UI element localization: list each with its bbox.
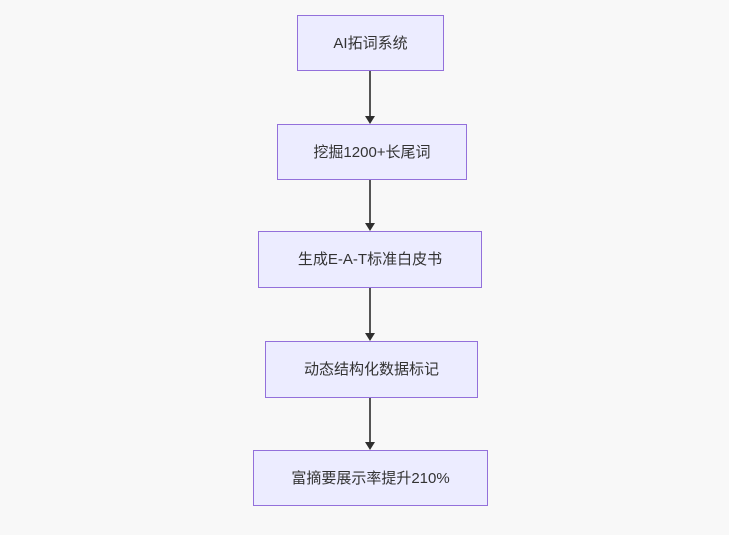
arrowhead-down-icon xyxy=(365,223,375,231)
flowchart-node-rich-snippet-rate: 富摘要展示率提升210% xyxy=(253,450,488,506)
node-label: AI拓词系统 xyxy=(333,34,408,52)
flowchart-edge-b-c xyxy=(365,180,375,231)
flowchart-node-longtail-keywords: 挖掘1200+长尾词 xyxy=(277,124,467,180)
arrowhead-down-icon xyxy=(365,116,375,124)
edge-line xyxy=(369,71,371,116)
edge-line xyxy=(369,398,371,442)
arrowhead-down-icon xyxy=(365,333,375,341)
arrowhead-down-icon xyxy=(365,442,375,450)
flowchart-node-structured-data-markup: 动态结构化数据标记 xyxy=(265,341,478,398)
flowchart-edge-d-e xyxy=(365,398,375,450)
flowchart-node-eat-whitepaper: 生成E-A-T标准白皮书 xyxy=(258,231,482,288)
flowchart-edge-a-b xyxy=(365,71,375,124)
node-label: 富摘要展示率提升210% xyxy=(291,469,450,487)
node-label: 生成E-A-T标准白皮书 xyxy=(297,251,443,268)
flowchart-node-ai-keyword-system: AI拓词系统 xyxy=(297,15,444,71)
flowchart-edge-c-d xyxy=(365,288,375,341)
node-label: 动态结构化数据标记 xyxy=(303,361,439,378)
edge-line xyxy=(369,288,371,333)
node-label: 挖掘1200+长尾词 xyxy=(313,143,431,161)
edge-line xyxy=(369,180,371,223)
